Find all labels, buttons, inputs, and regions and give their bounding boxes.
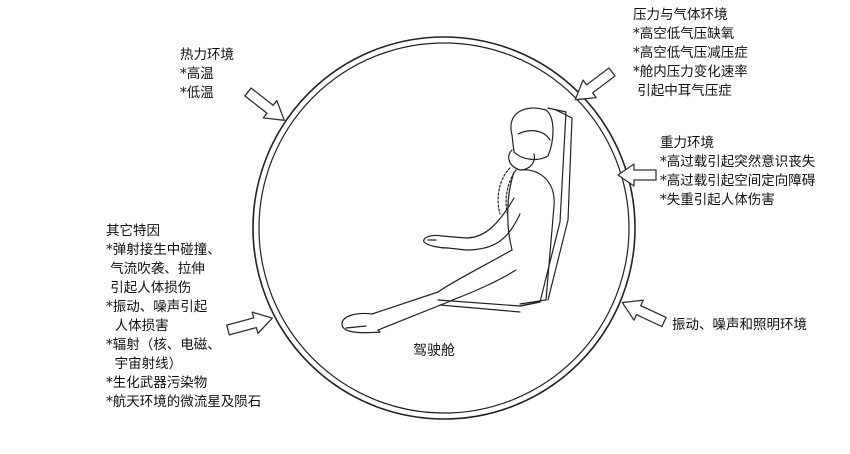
gravity-item: *高过载引起空间定向障碍 [660,173,816,189]
other-item: 人体损害 [106,318,169,334]
pressure-item: 引起中耳气压症 [633,83,732,99]
arrow-vibration [621,299,667,328]
gravity-title: 重力环境 [660,135,714,151]
other-item: *振动、噪声引起 [106,299,208,315]
other-item: 气流吹袭、拉伸 [106,261,205,277]
label-other: 其它特因 *弹射接生中碰撞、 气流吹袭、拉伸 引起人体损伤 *振动、噪声引起 人… [106,222,261,412]
arrow-thermal [244,87,285,121]
other-item: *辐射（核、电磁、 [106,337,221,353]
label-vibration: 振动、噪声和照明环境 [672,316,807,335]
arrow-pressure [574,67,616,101]
other-item: *航天环境的微流星及陨石 [106,394,262,410]
pressure-title: 压力与气体环境 [633,7,728,23]
pilot-illustration [341,107,573,334]
gravity-item: *高过载引起突然意识丧失 [660,154,816,170]
gravity-item: *失重引起人体伤害 [660,192,775,208]
thermal-item: *低温 [180,85,214,101]
cockpit-outer-ring [252,36,636,420]
cockpit-inner-ring [258,42,630,414]
arrow-other [226,311,274,336]
other-item: *生化武器污染物 [106,375,208,391]
pressure-item: *高空低气压减压症 [633,45,748,61]
thermal-item: *高温 [180,66,214,82]
other-item: 宇宙射线） [106,356,183,372]
pressure-item: *高空低气压缺氧 [633,26,735,42]
other-title: 其它特因 [106,223,160,239]
other-item: *弹射接生中碰撞、 [106,242,221,258]
arrow-gravity [617,163,657,187]
cockpit-label: 驾驶舱 [413,343,455,359]
label-thermal: 热力环境 *高温 *低温 [180,46,234,103]
thermal-title: 热力环境 [180,47,234,63]
label-pressure: 压力与气体环境 *高空低气压缺氧 *高空低气压减压症 *舱内压力变化速率 引起中… [633,6,748,101]
label-gravity: 重力环境 *高过载引起突然意识丧失 *高过载引起空间定向障碍 *失重引起人体伤害 [660,134,815,210]
pressure-item: *舱内压力变化速率 [633,64,748,80]
vibration-title: 振动、噪声和照明环境 [672,317,807,333]
other-item: 引起人体损伤 [106,280,192,296]
